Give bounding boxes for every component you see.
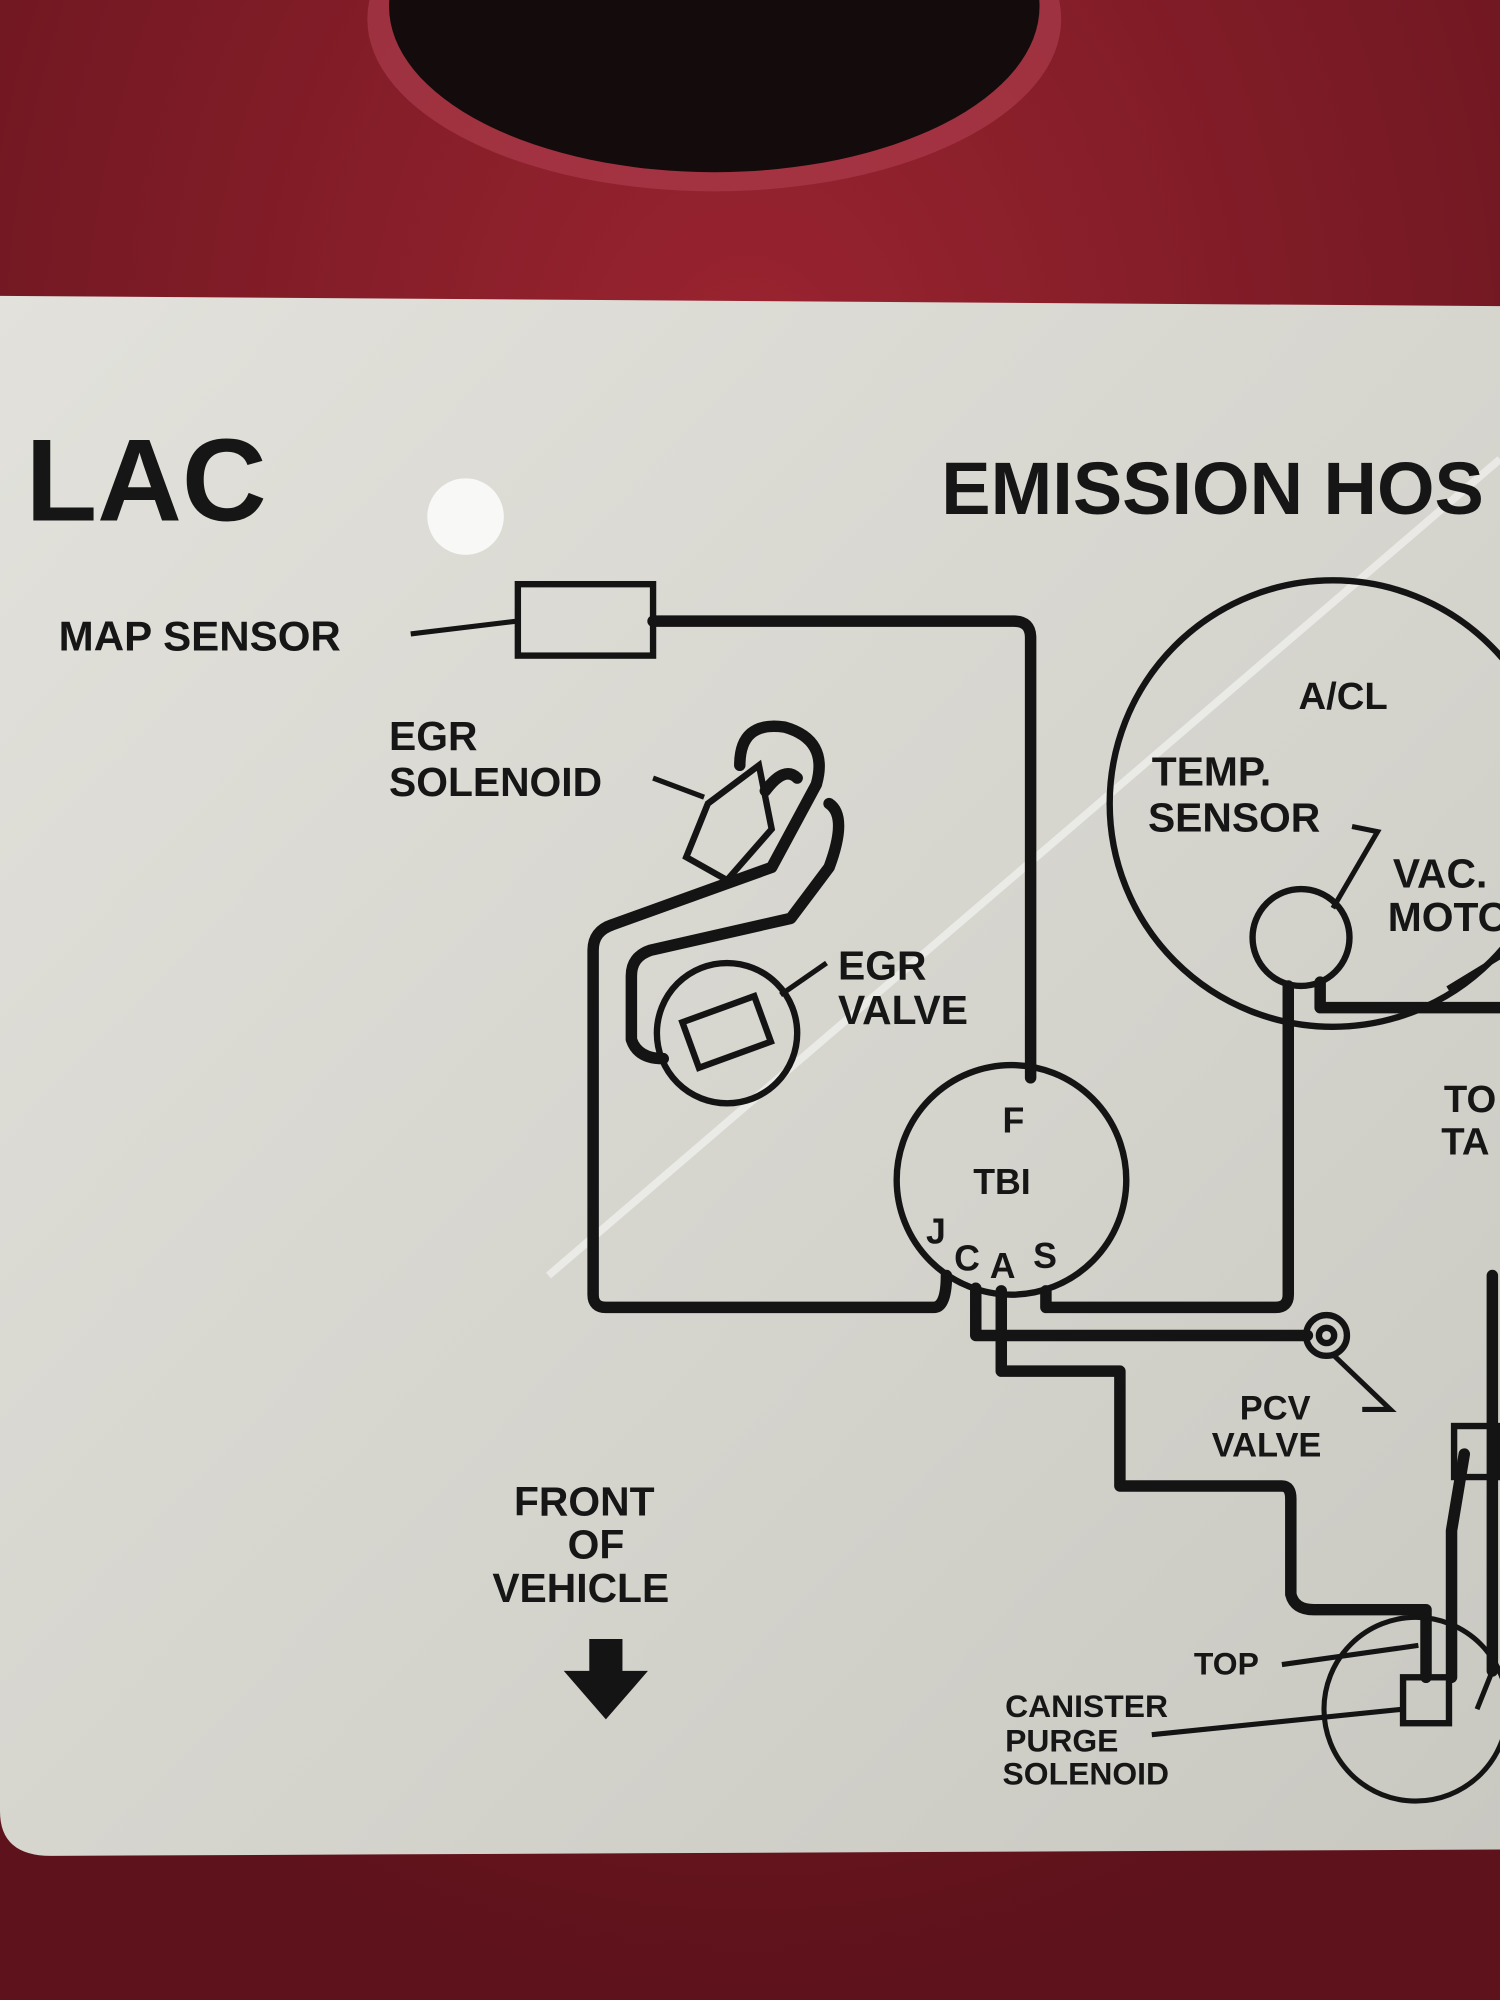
front-label-3: VEHICLE bbox=[492, 1565, 669, 1611]
canister-purge-solenoid bbox=[1399, 1674, 1453, 1727]
title-right: EMISSION HOS bbox=[941, 447, 1484, 530]
tbi-port-j: J bbox=[926, 1212, 946, 1252]
tbi-port-s: S bbox=[1033, 1236, 1057, 1276]
egr-valve-body bbox=[678, 992, 775, 1072]
egr-solenoid bbox=[682, 759, 776, 885]
top-label: TOP bbox=[1194, 1646, 1259, 1682]
charcoal-canister bbox=[1321, 1614, 1500, 1804]
to-tank-label-2: TA bbox=[1441, 1120, 1489, 1163]
arrow-down-icon bbox=[563, 1639, 648, 1720]
canister-purge-hose bbox=[995, 1285, 1432, 1684]
air-cleaner bbox=[1106, 577, 1500, 1030]
temp-sensor-label-1: TEMP. bbox=[1152, 749, 1271, 795]
flash-glare bbox=[427, 478, 504, 555]
canister-label-2: PURGE bbox=[1005, 1722, 1118, 1758]
canister-label-1: CANISTER bbox=[1005, 1688, 1168, 1724]
temp-sensor-label-2: SENSOR bbox=[1148, 795, 1320, 841]
tbi-throttle-body bbox=[893, 1061, 1130, 1298]
egr-solenoid-label-2: SOLENOID bbox=[389, 759, 602, 805]
tbi-label: TBI bbox=[973, 1162, 1031, 1202]
vac-motor-label-1: VAC. bbox=[1393, 851, 1487, 897]
hose-connector bbox=[1450, 1422, 1500, 1481]
pcv-label-1: PCV bbox=[1240, 1390, 1311, 1428]
acl-label: A/CL bbox=[1298, 675, 1387, 718]
egr-outer-hose bbox=[587, 720, 953, 1314]
tbi-port-a: A bbox=[990, 1246, 1016, 1286]
egr-valve-label-2: VALVE bbox=[838, 987, 968, 1033]
pcv-label-2: VALVE bbox=[1212, 1427, 1322, 1465]
pcv-valve bbox=[1302, 1311, 1351, 1360]
front-label-1: FRONT bbox=[514, 1478, 655, 1524]
egr-valve bbox=[653, 959, 801, 1107]
egr-solenoid-label-1: EGR bbox=[389, 713, 477, 759]
tbi-port-f: F bbox=[1003, 1101, 1025, 1141]
to-tank-label-1: TO bbox=[1444, 1078, 1496, 1121]
title-left: LAC bbox=[26, 414, 267, 545]
map-hose bbox=[647, 615, 1037, 1084]
vac-motor-hose bbox=[1314, 976, 1500, 1014]
egr-inner-hose bbox=[625, 797, 845, 1065]
vac-motor-supply-hose bbox=[1040, 980, 1295, 1314]
pcv-hose bbox=[970, 1282, 1314, 1342]
map-sensor-label: MAP SENSOR bbox=[59, 613, 341, 660]
canister-label-3: SOLENOID bbox=[1003, 1755, 1169, 1791]
vac-motor-label-2: MOTO bbox=[1388, 894, 1500, 940]
egr-solenoid-port bbox=[759, 768, 803, 797]
vac-motor bbox=[1249, 885, 1353, 990]
egr-valve-label-1: EGR bbox=[838, 943, 926, 989]
tbi-port-c: C bbox=[954, 1238, 980, 1278]
panel-hole bbox=[389, 0, 1040, 173]
glare-streak bbox=[545, 456, 1500, 1279]
front-label-2: OF bbox=[568, 1522, 625, 1568]
